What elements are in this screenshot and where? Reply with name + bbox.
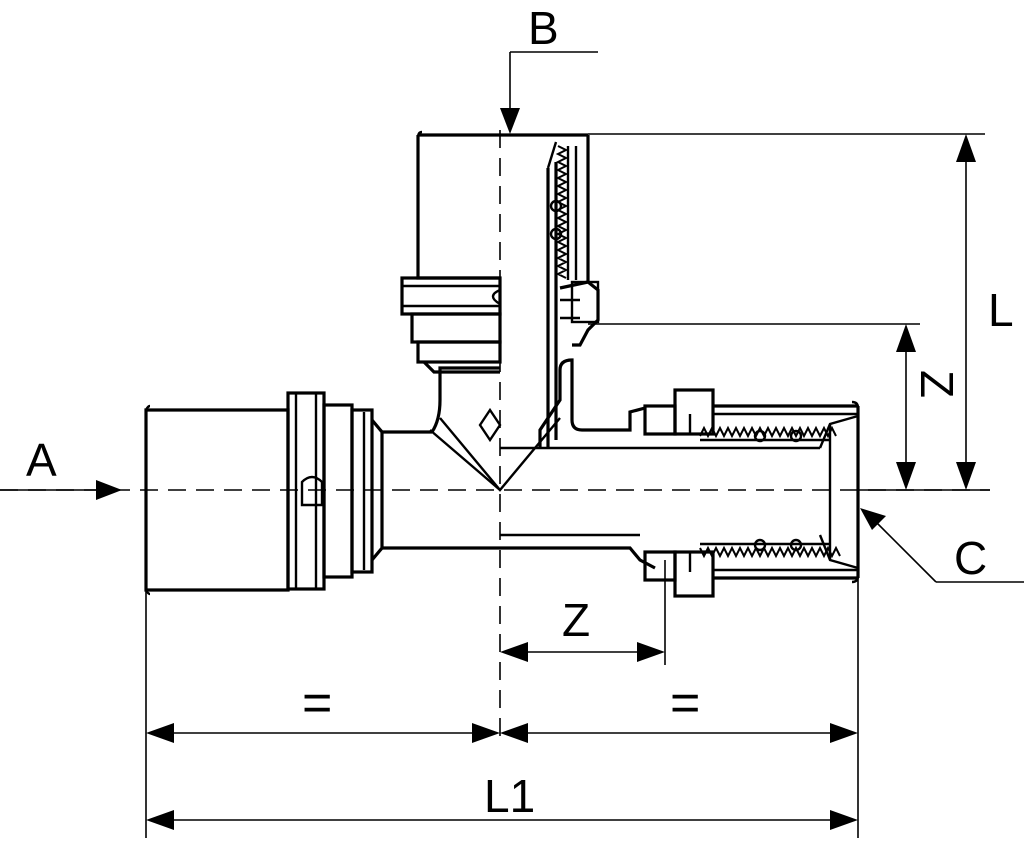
outlet-arrow-b <box>500 51 598 134</box>
dimension-z-horizontal <box>500 560 666 665</box>
outlet-arrow-c <box>860 508 1024 583</box>
right-o-ring-1 <box>753 429 767 443</box>
dimension-l <box>588 133 990 491</box>
upper-o-ring-2 <box>549 227 563 241</box>
inlet-arrow-a <box>0 480 122 500</box>
left-press-sleeve <box>144 391 384 596</box>
label-z-horizontal: Z <box>562 594 590 646</box>
dimension-equal-halves <box>145 578 859 838</box>
dimension-z-vertical <box>588 323 920 490</box>
label-c: C <box>954 532 987 584</box>
right-o-ring-4 <box>789 538 803 552</box>
label-a: A <box>26 434 57 486</box>
label-l: L <box>988 284 1014 336</box>
right-press-sleeve <box>643 388 860 598</box>
right-o-ring-3 <box>753 538 767 552</box>
tee-body <box>382 141 820 570</box>
upper-press-sleeve <box>400 130 600 374</box>
right-lower-teeth <box>699 545 841 559</box>
label-l1: L1 <box>484 770 535 822</box>
upper-gripping-teeth <box>555 145 569 279</box>
label-z-vertical: Z <box>911 370 963 398</box>
label-b: B <box>528 2 559 54</box>
label-equal-right: = <box>670 674 700 732</box>
dimension-l1 <box>146 810 858 830</box>
right-upper-teeth <box>699 425 837 439</box>
upper-o-ring-1 <box>549 199 563 213</box>
right-o-ring-2 <box>789 429 803 443</box>
label-equal-left: = <box>302 674 332 732</box>
